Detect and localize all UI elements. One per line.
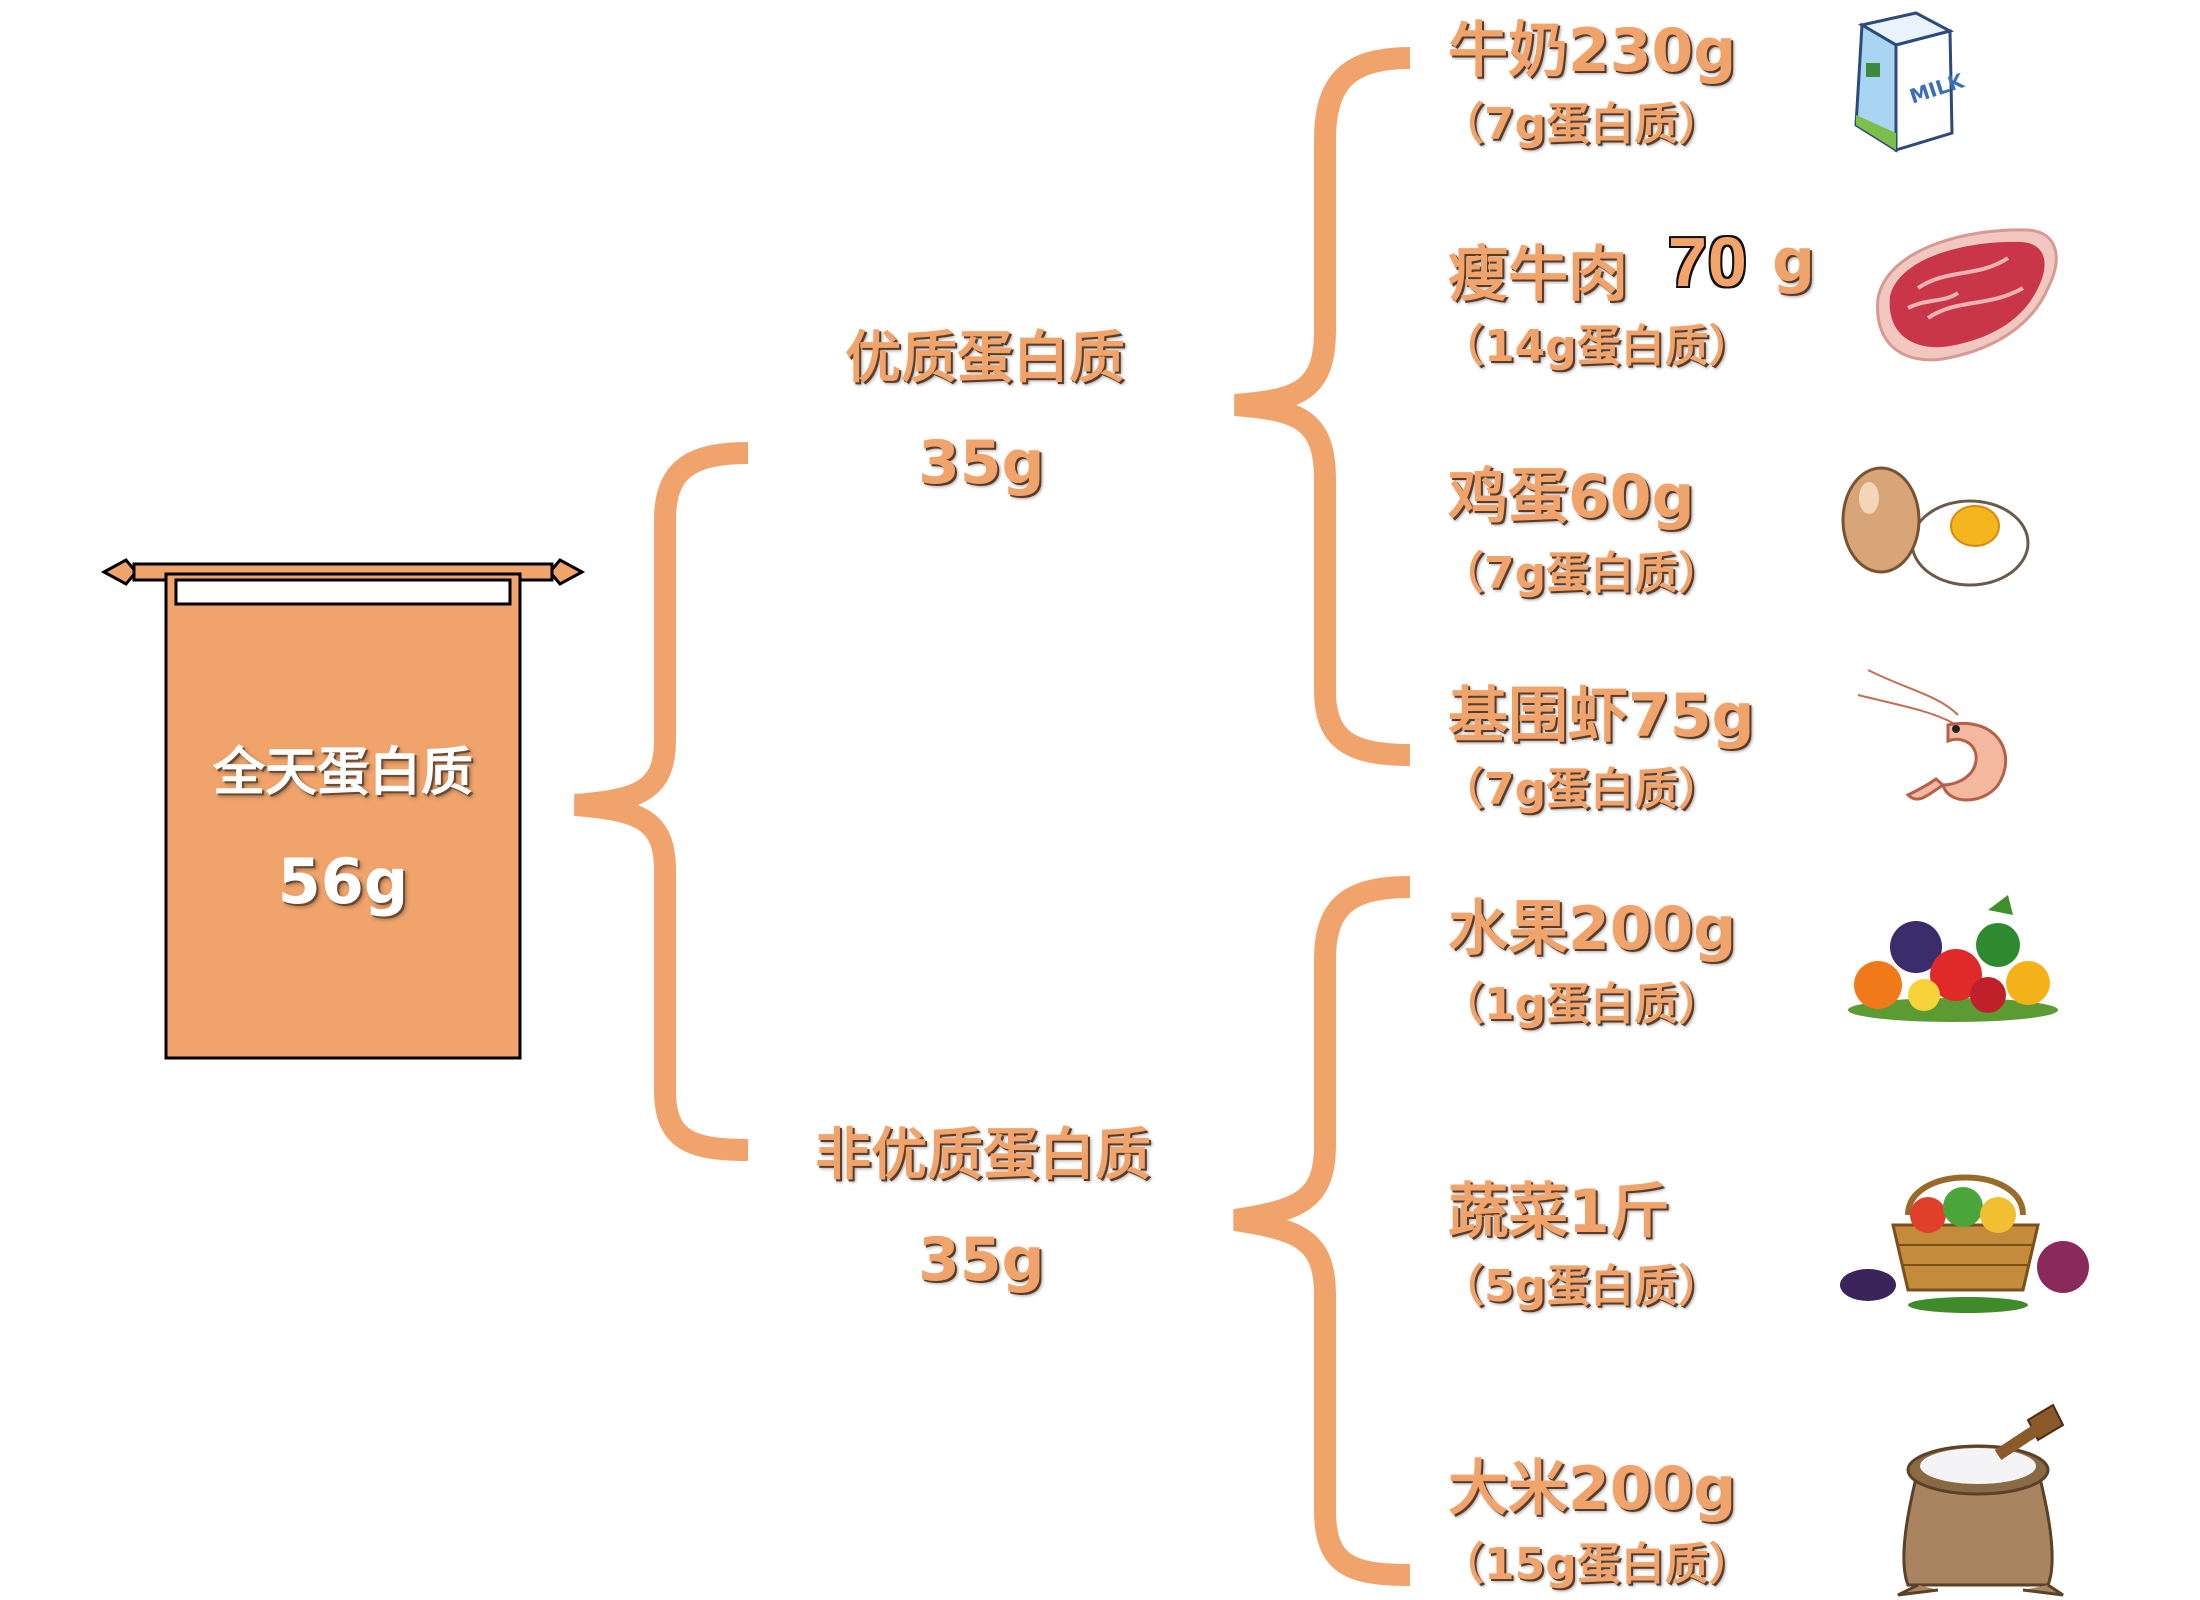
food-milk-name: 牛奶230g — [1448, 16, 1737, 86]
food-beef-unit: g — [1772, 226, 1815, 296]
food-egg-protein: （7g蛋白质） — [1440, 548, 1723, 599]
root-value: 56g — [277, 845, 409, 918]
food-rice-protein: （15g蛋白质） — [1440, 1539, 1753, 1590]
category-premium-name: 优质蛋白质 — [845, 326, 1125, 391]
root-brace — [574, 442, 749, 1161]
food-vegetable-name: 蔬菜1斤 — [1448, 1177, 1670, 1247]
food-egg-name: 鸡蛋60g — [1448, 462, 1695, 532]
fruit-pile-icon — [1848, 895, 2058, 1022]
food-vegetable-protein: （5g蛋白质） — [1440, 1261, 1723, 1312]
food-rice-name: 大米200g — [1448, 1454, 1737, 1524]
milk-carton-icon: MILK — [1854, 11, 1968, 153]
vegetable-basket-icon — [1840, 1174, 2089, 1313]
food-beef-name: 瘦牛肉 — [1448, 240, 1628, 310]
rice-sack-icon — [1897, 1403, 2065, 1597]
food-fruit-protein: （1g蛋白质） — [1440, 979, 1723, 1030]
non-premium-brace — [1233, 876, 1411, 1586]
category-non-premium-value: 35g — [918, 1225, 1045, 1295]
category-premium-value: 35g — [918, 428, 1045, 498]
egg-icon — [1841, 466, 2030, 587]
root-scroll-box — [100, 558, 586, 1060]
category-non-premium-name: 非优质蛋白质 — [815, 1123, 1151, 1188]
shrimp-icon — [1857, 669, 2008, 802]
food-fruit-name: 水果200g — [1448, 894, 1737, 964]
food-shrimp-protein: （7g蛋白质） — [1440, 764, 1723, 815]
food-shrimp-name: 基围虾75g — [1448, 681, 1755, 751]
food-milk-protein: （7g蛋白质） — [1440, 99, 1723, 150]
root-title: 全天蛋白质 — [212, 743, 473, 803]
food-beef-protein: （14g蛋白质） — [1440, 321, 1753, 372]
food-beef-amount: 70 — [1668, 223, 1748, 301]
premium-brace — [1234, 47, 1411, 766]
beef-steak-icon — [1876, 228, 2058, 362]
